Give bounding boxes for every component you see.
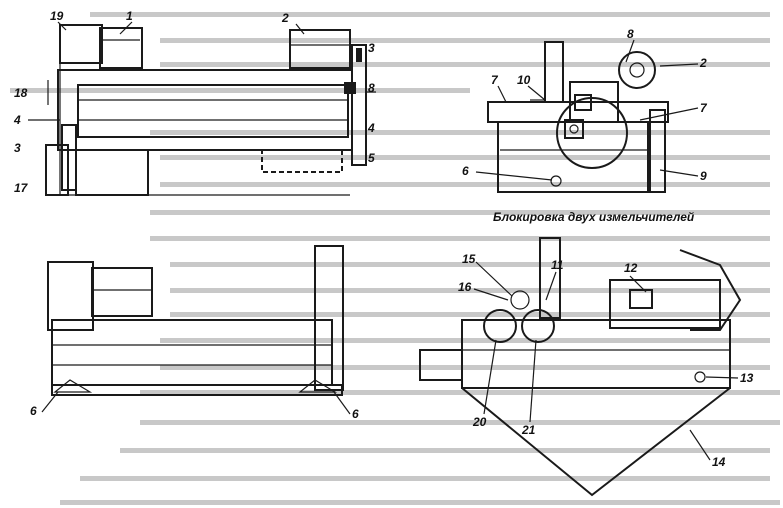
callout-12: 12 [624, 261, 638, 275]
callouts-bottom-left: 6 6 [30, 404, 359, 421]
callout-3: 3 [14, 141, 21, 155]
callout-1: 1 [126, 9, 133, 23]
callout-6: 6 [30, 404, 37, 418]
callouts-top-left: 19 1 2 3 8 18 4 4 3 5 17 [13, 9, 375, 195]
interlock-caption: Блокировка двух измельчителей [493, 210, 695, 224]
callout-3: 3 [368, 41, 375, 55]
callout-4: 4 [13, 113, 21, 127]
callout-4: 4 [367, 121, 375, 135]
callout-7: 7 [491, 73, 499, 87]
callout-7: 7 [700, 101, 708, 115]
side-section-drawing [487, 41, 669, 193]
interlock-section-drawing [419, 237, 742, 497]
callout-17: 17 [14, 181, 29, 195]
callout-8: 8 [627, 27, 634, 41]
callout-19: 19 [50, 9, 64, 23]
callouts-top-right: 8 2 7 10 7 6 9 [462, 27, 708, 183]
callout-2: 2 [699, 56, 707, 70]
callout-5: 5 [368, 151, 375, 165]
callout-6: 6 [462, 164, 469, 178]
callout-18: 18 [14, 86, 28, 100]
callout-9: 9 [700, 169, 707, 183]
front-view-drawing [47, 245, 344, 396]
callout-20: 20 [472, 415, 487, 429]
callout-14: 14 [712, 455, 726, 469]
callout-21: 21 [521, 423, 536, 437]
callout-6: 6 [352, 407, 359, 421]
leader-lines [41, 21, 739, 461]
callouts-bottom-right: 15 11 12 16 20 21 13 14 [458, 252, 754, 469]
background-bleed-text [10, 12, 780, 505]
callout-15: 15 [462, 252, 476, 266]
callout-11: 11 [551, 258, 564, 272]
callout-13: 13 [740, 371, 754, 385]
top-view-drawing [28, 24, 376, 196]
callout-2: 2 [281, 11, 289, 25]
callout-10: 10 [517, 73, 531, 87]
callout-8: 8 [368, 81, 375, 95]
callout-16: 16 [458, 280, 472, 294]
